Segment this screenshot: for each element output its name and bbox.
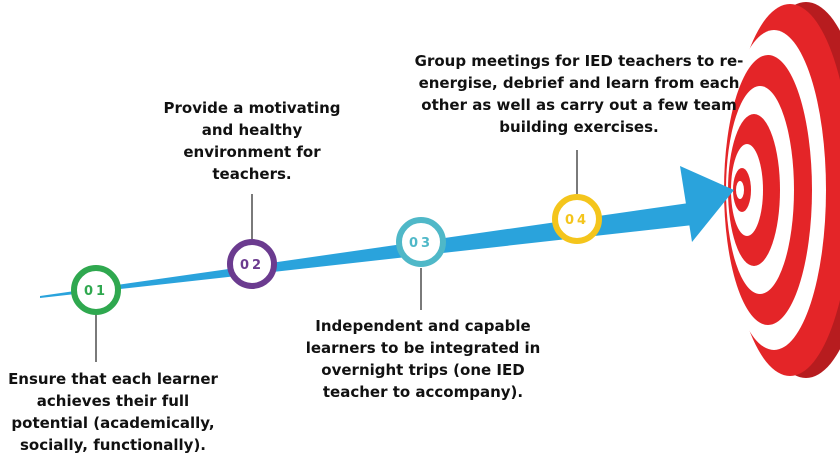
step-number-4: 04 [565,213,589,228]
arrow-head [680,166,734,242]
progress-arrow [40,166,734,298]
step-description-1: Ensure that each learner achieves their … [8,370,218,454]
step-circle-4: 04 [552,194,602,244]
step-number-2: 02 [240,258,264,273]
arrow-shaft [40,202,702,298]
step-number-3: 03 [409,236,433,251]
step-description-4: Group meetings for IED teachers to re-en… [414,52,744,136]
step-description-3: Independent and capable learners to be i… [305,317,541,401]
connectors [95,150,578,362]
target-icon [722,2,840,378]
step-circle-1: 01 [71,265,121,315]
target-center [736,181,744,199]
step-description-2: Provide a motivating and healthy environ… [163,99,341,183]
step-circle-2: 02 [227,239,277,289]
step-number-1: 01 [84,284,108,299]
step-circle-3: 03 [396,217,446,267]
